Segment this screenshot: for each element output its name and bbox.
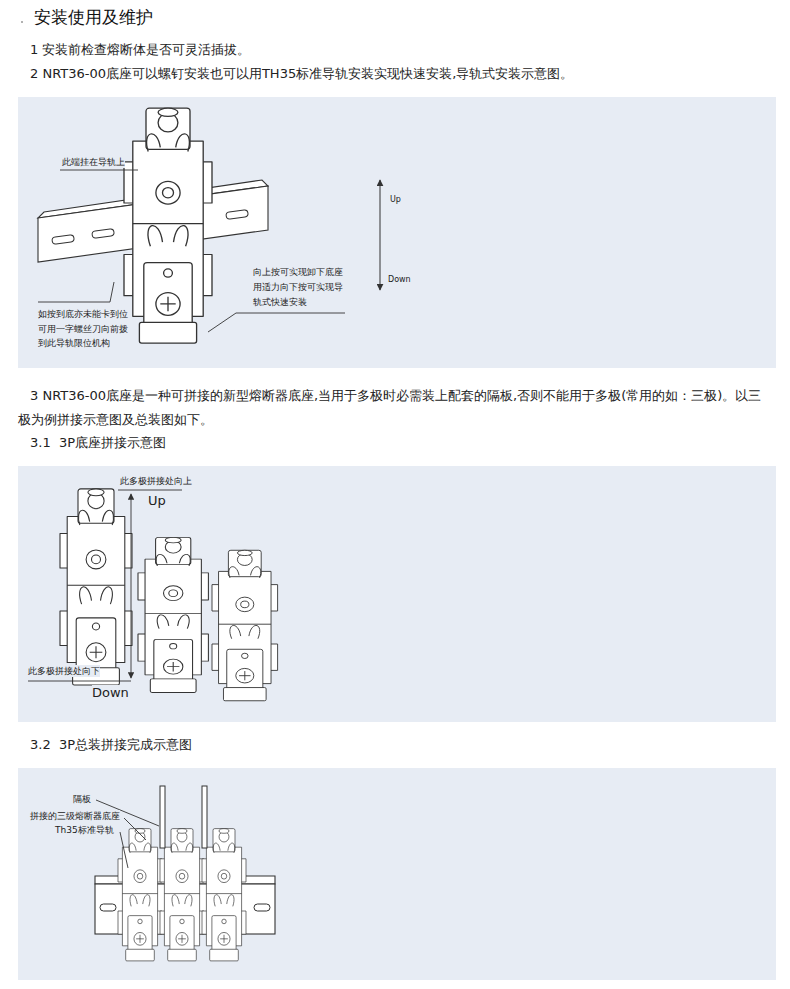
callout-label: 隔板 (73, 793, 91, 805)
callout-label: 拼接的三级熔断器底座 (30, 810, 120, 822)
section-heading: 安装使用及维护 (34, 6, 153, 28)
paragraph: 1 安装前检查熔断体是否可灵活插拔。 (30, 42, 250, 58)
callout-label: Up (148, 493, 166, 509)
callout-label: Down (92, 685, 129, 701)
callout-label: 如按到底亦未能卡到位 可用一字螺丝刀向前拨 到此导轨限位机构 (38, 307, 128, 351)
callout-label: 此多极拼接处向下 (28, 665, 100, 677)
callout-label: 此多极拼接处向上 (120, 475, 192, 487)
paragraph: 3.1 3P底座拼接示意图 (30, 435, 166, 451)
paragraph: 2 NRT36-00底座可以螺钉安装也可以用TH35标准导轨安装实现快速安装,导… (30, 66, 573, 82)
callout-label: 此端挂在导轨上 (62, 156, 125, 168)
paragraph: 3.2 3P总装拼接完成示意图 (30, 737, 192, 753)
callout-label: Up (390, 195, 401, 205)
callout-label: 向上按可实现卸下底座 用适力向下按可实现导 轨式快速安装 (253, 265, 343, 310)
paragraph: 3 NRT36-00底座是一种可拼接的新型熔断器底座,当用于多极时必需装上配套的… (18, 384, 770, 432)
callout-label: Down (388, 275, 411, 285)
callout-label: Th35标准导轨 (55, 824, 114, 836)
